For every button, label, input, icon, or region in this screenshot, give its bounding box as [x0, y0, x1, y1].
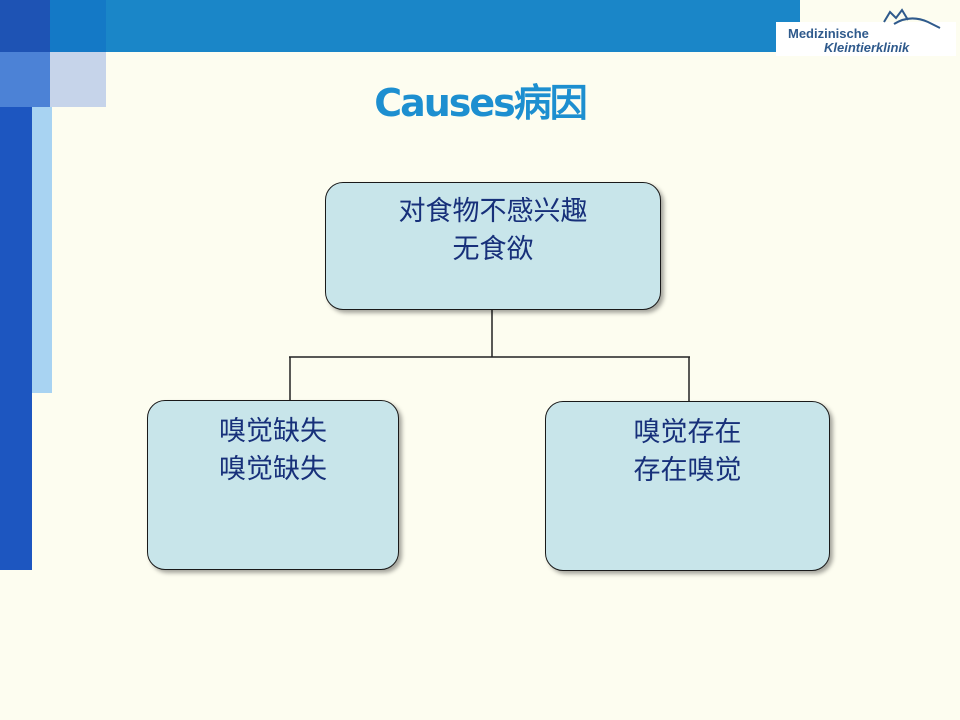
cat-dog-logo-icon: [883, 8, 941, 29]
child-node-right: 嗅觉存在 存在嗅觉: [545, 401, 830, 571]
logo-text-line2: Kleintierklinik: [824, 40, 910, 55]
root-node-line1: 对食物不感兴趣: [398, 196, 588, 227]
root-node: 对食物不感兴趣 无食欲: [325, 182, 661, 310]
child-node-left-line2: 嗅觉缺失: [219, 454, 327, 485]
decor-square-pale: [50, 52, 106, 107]
decor-square-blue: [0, 52, 50, 107]
header-mid-square: [50, 0, 106, 52]
child-node-left-line1: 嗅觉缺失: [219, 416, 327, 447]
root-node-line2: 无食欲: [452, 234, 534, 265]
logo-text-line1: Medizinische: [788, 26, 869, 41]
left-side-bar-light: [32, 107, 52, 393]
child-node-right-line1: 嗅觉存在: [633, 417, 742, 448]
child-node-left: 嗅觉缺失 嗅觉缺失: [147, 400, 399, 570]
slide-title: Causes病因: [374, 81, 588, 125]
left-side-bar: [0, 107, 32, 570]
header-band: [0, 0, 800, 52]
clinic-logo: Medizinische Kleintierklinik: [776, 8, 956, 56]
header-dark-square: [0, 0, 50, 52]
child-node-right-line2: 存在嗅觉: [633, 455, 742, 486]
